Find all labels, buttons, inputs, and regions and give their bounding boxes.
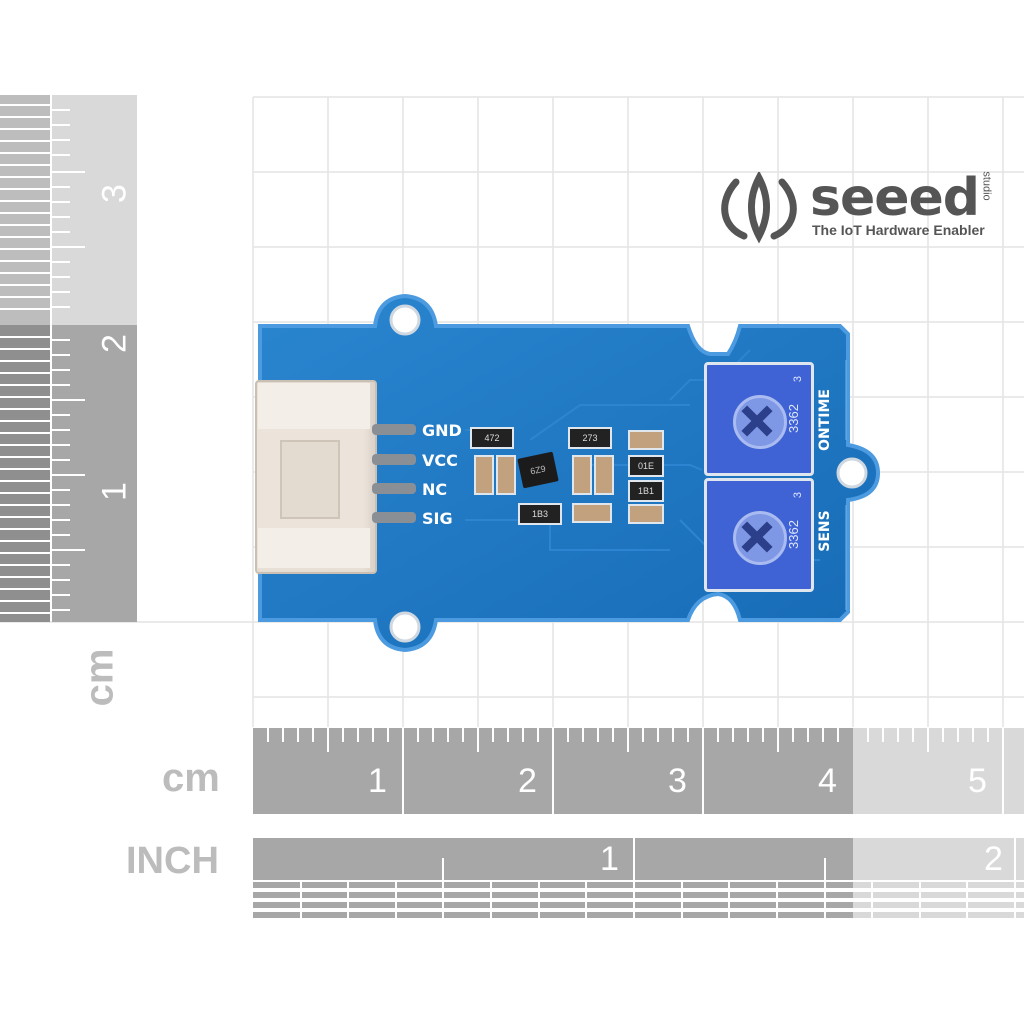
pot-label-sens: SENS: [817, 510, 833, 552]
seeed-logo-icon: [721, 172, 797, 244]
smd-resistor: 273: [568, 427, 612, 449]
bottom-inch-number: 2: [984, 840, 1003, 878]
pin-label-vcc: VCC: [422, 451, 458, 470]
bottom-ruler-number: 5: [968, 762, 987, 800]
smd-resistor: 1B3: [518, 503, 562, 525]
left-ruler-number-3: 3: [95, 184, 134, 203]
potentiometer-ontime[interactable]: 3362 3: [704, 362, 814, 476]
pot-code: 3362: [785, 520, 801, 549]
grove-connector-bottom: [258, 528, 370, 568]
pot-code: 3362: [785, 404, 801, 433]
smd-capacitor: [572, 503, 612, 523]
left-ruler-number-1: 1: [95, 482, 134, 501]
smd-resistor-label: 472: [484, 433, 500, 443]
bottom-cm-ruler: [253, 728, 1024, 814]
bottom-ruler-number: 4: [818, 762, 837, 800]
pin-label-gnd: GND: [422, 421, 462, 440]
smd-capacitor: [474, 455, 494, 495]
smd-resistor: 472: [470, 427, 514, 449]
brand-name: seeed: [810, 168, 980, 228]
smd-capacitor: [594, 455, 614, 495]
pin-label-nc: NC: [422, 480, 448, 499]
brand-tagline: The IoT Hardware Enabler: [812, 222, 985, 238]
pot-label-ontime: ONTIME: [817, 389, 833, 451]
pin-vcc: [372, 454, 416, 465]
left-ruler-unit: cm: [77, 648, 122, 707]
bottom-ruler-cm-label: cm: [162, 756, 220, 800]
grove-connector-top: [258, 383, 370, 429]
left-ruler-number-2: 2: [95, 334, 134, 353]
pin-gnd: [372, 424, 416, 435]
pin-label-sig: SIG: [422, 509, 453, 528]
smd-capacitor: [628, 430, 664, 450]
smd-capacitor: [572, 455, 592, 495]
bottom-ruler-number: 2: [518, 762, 537, 800]
grove-connector-latch: [280, 440, 340, 519]
smd-capacitor: [496, 455, 516, 495]
smd-resistor-label: 1B1: [637, 486, 654, 496]
bottom-inch-ruler: [253, 838, 1024, 918]
smd-resistor: 01E: [628, 455, 664, 477]
smd-resistor-label: 273: [582, 433, 598, 443]
bottom-ruler-inch-label: INCH: [126, 840, 219, 882]
bottom-inch-number: 1: [600, 840, 619, 878]
bottom-ruler-number: 3: [668, 762, 687, 800]
pot-pin-label: 3: [792, 491, 805, 499]
smd-resistor: 1B1: [628, 480, 664, 502]
brand-studio: studio: [980, 171, 993, 201]
bottom-ruler-number: 1: [368, 762, 387, 800]
potentiometer-sens[interactable]: 3362 3: [704, 478, 814, 592]
left-ruler: [0, 95, 137, 622]
pin-sig: [372, 512, 416, 523]
smd-resistor-label: 1B3: [531, 509, 548, 519]
smd-resistor-label: 01E: [637, 461, 654, 471]
smd-capacitor: [628, 504, 664, 524]
pot-pin-label: 3: [792, 375, 805, 383]
pin-nc: [372, 483, 416, 494]
